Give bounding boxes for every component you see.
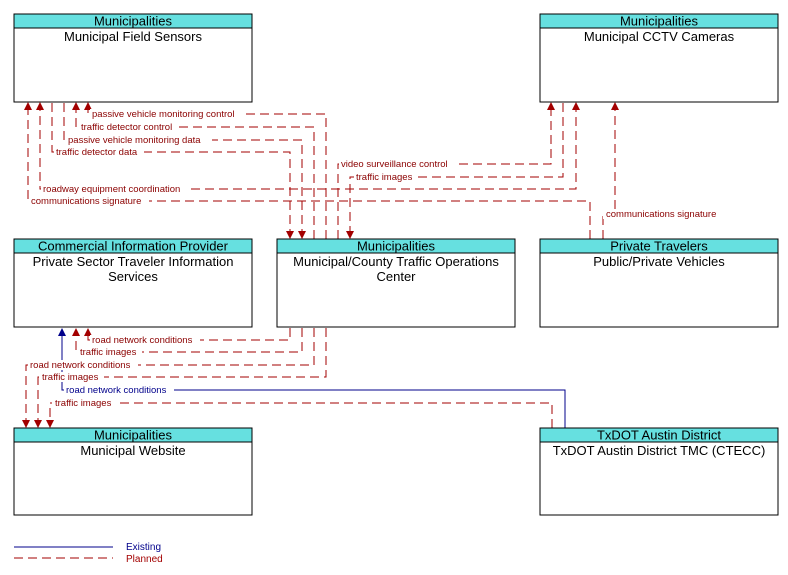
arrowhead-f12	[22, 420, 30, 428]
flow-label-f4: traffic detector data	[56, 147, 138, 158]
flow-label-f3: passive vehicle monitoring data	[68, 135, 201, 146]
arrowhead-f3	[298, 231, 306, 239]
flow-label-f1: passive vehicle monitoring control	[92, 109, 235, 120]
arrowhead-f2	[72, 102, 80, 110]
flow-label-f12: road network conditions	[30, 360, 131, 371]
box-traffic-operations-center[interactable]: Municipalities Municipal/County Traffic …	[276, 238, 516, 328]
arrowhead-f7a	[36, 102, 44, 110]
box-owner: Private Travelers	[610, 239, 708, 254]
box-owner: Municipalities	[620, 14, 699, 29]
box-owner: Commercial Information Provider	[38, 239, 229, 254]
flow-label-f14: road network conditions	[66, 385, 167, 396]
flow-labels: passive vehicle monitoring control traff…	[28, 109, 725, 409]
arrowhead-f4	[286, 231, 294, 239]
box-owner: Municipalities	[357, 239, 436, 254]
flow-label-f9: communications signature	[606, 209, 716, 220]
flow-line-f15	[49, 402, 553, 428]
box-txdot-tmc[interactable]: TxDOT Austin District TxDOT Austin Distr…	[539, 427, 779, 516]
box-owner: Municipalities	[94, 14, 173, 29]
flow-line-f14	[61, 329, 566, 428]
flow-line-f4	[51, 103, 291, 237]
flow-label-f8: communications signature	[31, 196, 141, 207]
arrowhead-f14	[58, 328, 66, 336]
flow-line-f12	[25, 328, 315, 426]
arrowhead-f1	[84, 102, 92, 110]
flow-line-f7	[39, 103, 577, 190]
arrowhead-f6	[346, 231, 354, 239]
box-field-sensors[interactable]: Municipalities Municipal Field Sensors	[13, 13, 253, 103]
box-title: Municipal CCTV Cameras	[584, 29, 735, 44]
flow-label-f5: video surveillance control	[341, 159, 448, 170]
arrowhead-f9	[611, 102, 619, 110]
arrowhead-f11	[72, 328, 80, 336]
arrowhead-f15	[46, 420, 54, 428]
arrowhead-f8	[24, 102, 32, 110]
legend-existing-label: Existing	[126, 542, 161, 553]
flow-line-f5	[337, 103, 552, 239]
flow-label-f7: roadway equipment coordination	[43, 184, 180, 195]
box-municipal-website[interactable]: Municipalities Municipal Website	[13, 427, 253, 516]
box-title-line2: Center	[376, 269, 416, 284]
box-owner: Municipalities	[94, 428, 173, 443]
legend: Existing Planned	[14, 542, 163, 565]
flow-line-f8	[27, 103, 591, 239]
arrowhead-f7b	[572, 102, 580, 110]
box-title-line2: Services	[108, 269, 158, 284]
flow-label-f6: traffic images	[356, 172, 413, 183]
arrowhead-f13	[34, 420, 42, 428]
box-title: Public/Private Vehicles	[593, 254, 725, 269]
box-vehicles[interactable]: Private Travelers Public/Private Vehicle…	[539, 238, 779, 328]
box-title: Municipal Field Sensors	[64, 29, 203, 44]
arrowhead-f5	[547, 102, 555, 110]
box-cctv[interactable]: Municipalities Municipal CCTV Cameras	[539, 13, 779, 103]
box-owner: TxDOT Austin District	[597, 428, 721, 443]
box-title: Municipal/County Traffic Operations	[293, 254, 499, 269]
flow-line-f2	[75, 103, 315, 239]
legend-planned-label: Planned	[126, 554, 163, 565]
flow-label-f11: traffic images	[80, 347, 137, 358]
flow-label-f10: road network conditions	[92, 335, 193, 346]
box-title: TxDOT Austin District TMC (CTECC)	[553, 443, 766, 458]
arrowhead-f10	[84, 328, 92, 336]
flow-label-f13: traffic images	[42, 372, 99, 383]
box-title: Municipal Website	[80, 443, 185, 458]
box-title: Private Sector Traveler Information	[33, 254, 234, 269]
flow-label-f15: traffic images	[55, 398, 112, 409]
arrowheads	[22, 102, 619, 428]
flow-line-f6	[349, 103, 564, 237]
box-commercial-info-provider[interactable]: Commercial Information Provider Private …	[13, 238, 253, 328]
flow-label-f2: traffic detector control	[81, 122, 172, 133]
